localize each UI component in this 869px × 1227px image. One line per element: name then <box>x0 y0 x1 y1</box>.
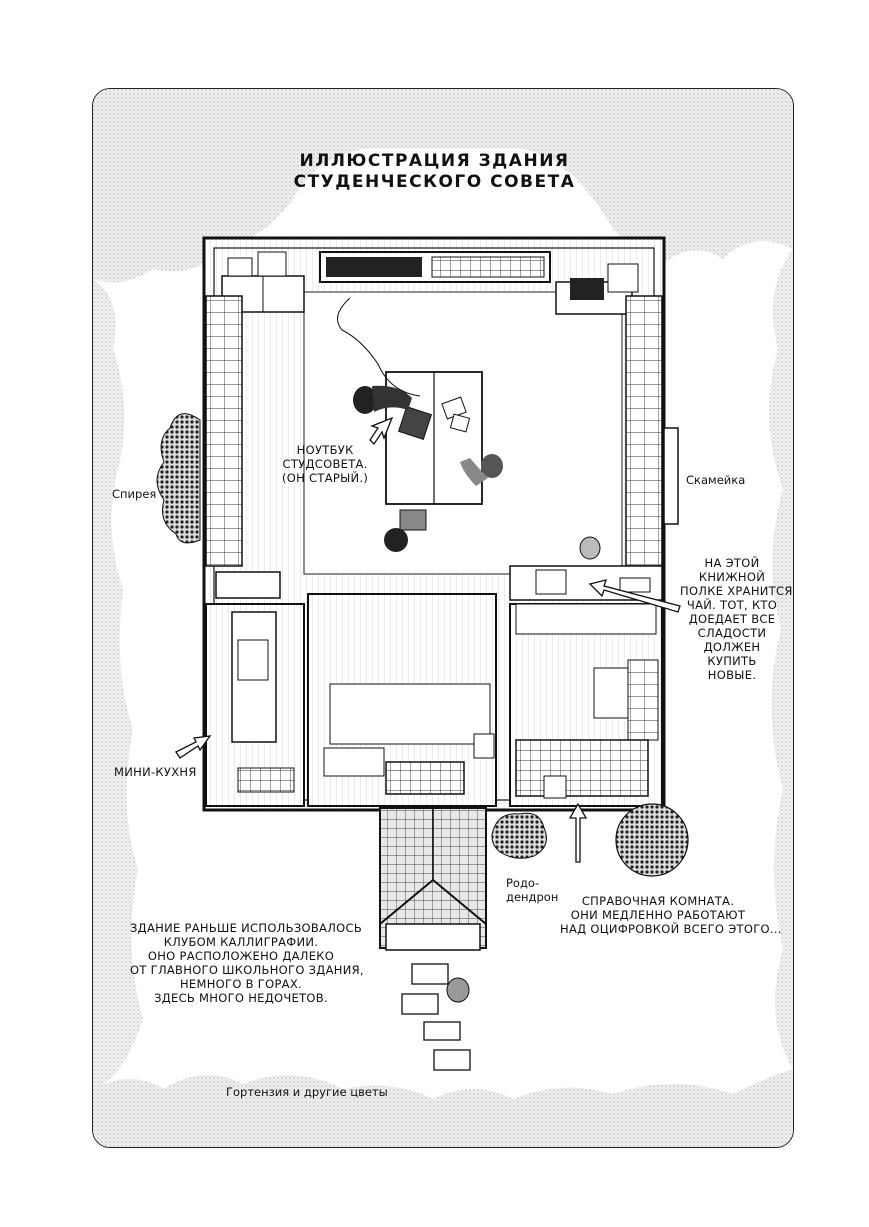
laptop-label-line: (ОН СТАРЫЙ.) <box>282 471 369 485</box>
reference-room <box>509 603 663 807</box>
people <box>353 385 601 1003</box>
laptop-label: НОУТБУК СТУДСОВЕТА. (ОН СТАРЫЙ.) <box>282 443 368 485</box>
tea-shelf-note: НА ЭТОЙ КНИЖНОЙ ПОЛКЕ ХРАНИТСЯ ЧАЙ. ТОТ,… <box>680 556 793 682</box>
tea-shelf-note-line: КУПИТЬ <box>707 654 757 668</box>
entrance-hall <box>307 593 497 807</box>
building-history-note-line: ЗДЕСЬ МНОГО НЕДОЧЕТОВ. <box>154 991 328 1005</box>
stepping-stones <box>401 963 471 1071</box>
building-history-note-line: ЗДАНИЕ РАНЬШЕ ИСПОЛЬЗОВАЛОСЬ <box>130 921 363 935</box>
hydrangea-label: Гортензия и другие цветы <box>226 1085 388 1099</box>
laptop-label-line: СТУДСОВЕТА. <box>282 457 368 471</box>
rhododendron-label-line: дендрон <box>506 890 559 904</box>
tea-shelf-note-line: ДОЛЖЕН <box>703 640 761 654</box>
tea-shelf-note-line: СЛАДОСТИ <box>697 626 767 640</box>
reference-room-label-line: НАД ОЦИФРОВКОЙ ВСЕГО ЭТОГО... <box>560 922 782 936</box>
diagram-title-line-2: СТУДЕНЧЕСКОГО СОВЕТА <box>293 172 576 192</box>
bench <box>663 427 679 525</box>
right-shoji-windows <box>625 295 663 567</box>
rhododendron-bush <box>491 812 547 859</box>
building-history-note-line: НЕМНОГО В ГОРАХ. <box>179 977 302 991</box>
tea-shelf-note-line: ПОЛКЕ ХРАНИТСЯ <box>680 584 793 598</box>
spirea-label: Спирея <box>112 487 157 501</box>
reference-room-label: СПРАВОЧНАЯ КОМНАТА. ОНИ МЕДЛЕННО РАБОТАЮ… <box>560 894 782 936</box>
rhododendron-label: Родо- дендрон <box>506 876 558 904</box>
annotation-arrows <box>175 416 681 863</box>
mini-kitchen-room <box>205 571 305 807</box>
building-history-note-line: КЛУБОМ КАЛЛИГРАФИИ. <box>163 935 319 949</box>
porch-roof <box>379 807 487 951</box>
top-right-shelf <box>555 263 639 315</box>
building-history-note-line: ОНО РАСПОЛОЖЕНО ДАЛЕКО <box>147 949 335 963</box>
tea-shelf-note-line: НОВЫЕ. <box>707 668 757 682</box>
bench-label: Скамейка <box>686 473 746 487</box>
building-history-note: ЗДАНИЕ РАНЬШЕ ИСПОЛЬЗОВАЛОСЬ КЛУБОМ КАЛЛ… <box>130 921 364 1005</box>
rhododendron-label-line: Родо- <box>506 876 540 890</box>
top-window <box>319 251 551 283</box>
laptop-label-line: НОУТБУК <box>296 443 354 457</box>
round-tree <box>615 803 689 877</box>
grey-foliage-background <box>93 89 793 1147</box>
left-shoji-windows <box>205 295 243 567</box>
diagram-title-line-1: ИЛЛЮСТРАЦИЯ ЗДАНИЯ <box>299 151 570 171</box>
mini-kitchen-label: МИНИ-КУХНЯ <box>114 765 197 779</box>
reference-room-label-line: ОНИ МЕДЛЕННО РАБОТАЮТ <box>570 908 746 922</box>
reference-room-label-line: СПРАВОЧНАЯ КОМНАТА. <box>581 894 735 908</box>
spirea-bush <box>156 413 201 544</box>
tea-shelf-note-line: КНИЖНОЙ <box>698 570 766 584</box>
tea-shelf-note-line: ЧАЙ. ТОТ, КТО <box>686 598 778 612</box>
laptop-cord <box>337 297 421 397</box>
tea-shelf-note-line: ДОЕДАЕТ ВСЕ <box>688 612 776 626</box>
building-history-note-line: ОТ ГЛАВНОГО ШКОЛЬНОГО ЗДАНИЯ, <box>130 963 364 977</box>
tea-shelf-note-line: НА ЭТОЙ <box>704 556 760 570</box>
